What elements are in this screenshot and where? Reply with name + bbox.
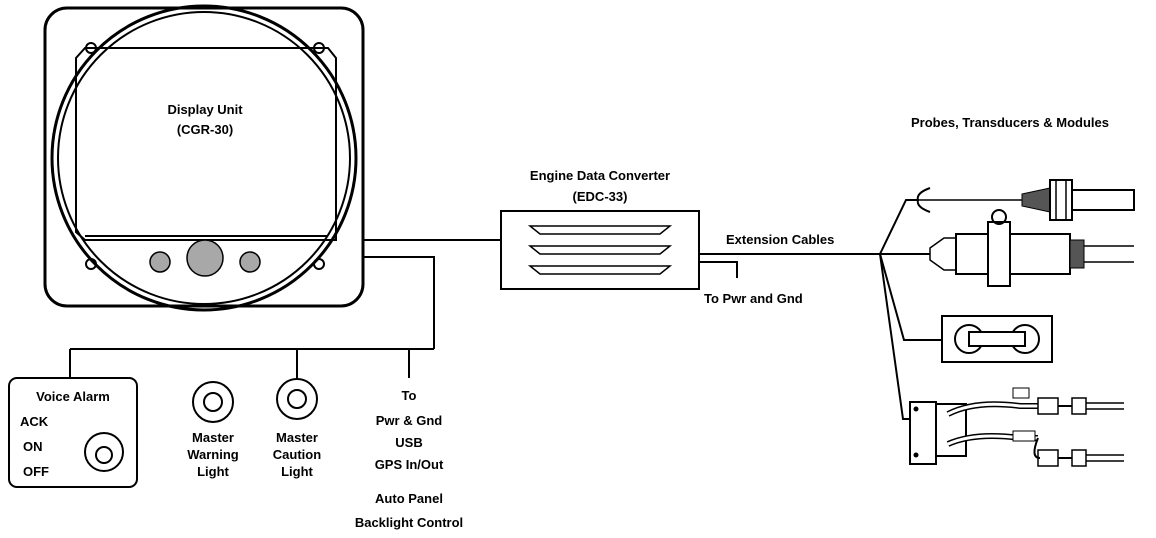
extension-fanout bbox=[879, 199, 942, 420]
probe-threaded-sensor bbox=[916, 179, 1135, 221]
mounting-hole-icon bbox=[313, 258, 325, 270]
probe-2-clamp-hole-icon bbox=[991, 209, 1007, 225]
edc-power-label: To Pwr and Gnd bbox=[704, 291, 803, 306]
voice-alarm-off: OFF bbox=[23, 464, 49, 479]
probe-4-tag-icon bbox=[1012, 387, 1030, 399]
probe-4-lower-link bbox=[1033, 437, 1041, 459]
master-warning-light: Master Warning Light bbox=[187, 381, 239, 479]
caution-label-line2: Caution bbox=[273, 447, 321, 462]
mounting-hole-icon bbox=[313, 42, 325, 54]
probe-4-upper-fitting-icon bbox=[1037, 397, 1059, 415]
probe-2-body-icon bbox=[955, 233, 1071, 275]
connections-pwr-gnd: Pwr & Gnd bbox=[376, 413, 443, 428]
warning-label-line1: Master bbox=[192, 430, 234, 445]
mounting-hole-icon bbox=[85, 42, 97, 54]
display-unit-outer-ring bbox=[50, 4, 358, 312]
fanout-to-probe-1 bbox=[879, 199, 918, 255]
probe-4-lower-fitting-icon bbox=[1037, 449, 1059, 467]
edc-vent-slot-icon bbox=[527, 265, 673, 275]
probe-4-tag-icon bbox=[1012, 430, 1036, 442]
right-button-icon bbox=[239, 251, 261, 273]
master-caution-light: Master Caution Light bbox=[273, 378, 321, 479]
connections-usb: USB bbox=[395, 435, 422, 450]
voice-alarm-title: Voice Alarm bbox=[36, 389, 110, 404]
probe-4-upper-hose-core bbox=[947, 402, 1038, 416]
voice-alarm-panel: Voice Alarm ACK ON OFF bbox=[8, 377, 138, 488]
probe-2-thread-icon bbox=[1069, 239, 1085, 269]
display-harness-cable bbox=[363, 256, 435, 349]
probe-1-stem-icon bbox=[1071, 189, 1135, 211]
connections-gps: GPS In/Out bbox=[375, 457, 444, 472]
warning-light-outer-icon bbox=[192, 381, 234, 423]
probe-2-clamp-icon bbox=[987, 221, 1011, 287]
engine-data-converter: Engine Data Converter (EDC-33) To Pwr an… bbox=[500, 168, 880, 306]
voice-alarm-on: ON bbox=[23, 439, 43, 454]
left-button-icon bbox=[149, 251, 171, 273]
connections-to: To bbox=[402, 388, 417, 403]
probe-3-bar-icon bbox=[968, 331, 1026, 347]
caution-light-outer-icon bbox=[276, 378, 318, 420]
connections-backlight: Backlight Control bbox=[355, 515, 463, 530]
probe-4-screw-icon bbox=[913, 452, 919, 458]
caution-light-inner-icon bbox=[287, 389, 307, 409]
probe-dual-transducer bbox=[909, 387, 1124, 467]
probe-3-plate-icon bbox=[941, 315, 1053, 363]
fanout-to-probe-3 bbox=[879, 253, 942, 341]
display-screen bbox=[75, 47, 337, 241]
probe-4-upper-fitting-icon bbox=[1071, 397, 1087, 415]
edc-vent-slot-icon bbox=[527, 225, 673, 235]
probe-4-lower-fitting-icon bbox=[1071, 449, 1087, 467]
display-unit-model: (CGR-30) bbox=[177, 122, 233, 137]
edc-title: Engine Data Converter bbox=[530, 168, 670, 183]
probe-4-screw-icon bbox=[913, 406, 919, 412]
display-unit-title: Display Unit bbox=[167, 102, 243, 117]
voice-alarm-switch-outer-icon bbox=[84, 432, 124, 472]
voice-alarm-box bbox=[8, 377, 138, 488]
caution-label-line3: Light bbox=[281, 464, 313, 479]
edc-box bbox=[500, 210, 700, 290]
connections-list: To Pwr & Gnd USB GPS In/Out Auto Panel B… bbox=[355, 388, 463, 530]
extension-cables-label: Extension Cables bbox=[726, 232, 834, 247]
probe-module-plate bbox=[941, 315, 1053, 363]
center-knob-icon bbox=[186, 239, 224, 277]
connections-auto-panel: Auto Panel bbox=[375, 491, 443, 506]
warning-light-inner-icon bbox=[203, 392, 223, 412]
warning-label-line3: Light bbox=[197, 464, 229, 479]
edc-model: (EDC-33) bbox=[573, 189, 628, 204]
display-unit: Display Unit (CGR-30) bbox=[43, 4, 365, 312]
edc-power-cable bbox=[699, 261, 738, 278]
fanout-to-probe-4 bbox=[879, 253, 910, 420]
display-unit-inner-ring bbox=[57, 11, 351, 305]
voice-alarm-ack: ACK bbox=[20, 414, 49, 429]
probe-1-hex-nut-icon bbox=[1049, 179, 1073, 221]
probes-title: Probes, Transducers & Modules bbox=[911, 115, 1109, 130]
display-wiring bbox=[69, 239, 501, 378]
probe-2-tip-icon bbox=[929, 237, 957, 271]
voice-alarm-switch-inner-icon bbox=[95, 446, 113, 464]
warning-label-line2: Warning bbox=[187, 447, 239, 462]
probe-1-thread-icon bbox=[1021, 187, 1051, 213]
probe-tube-sensor bbox=[929, 209, 1134, 287]
caution-label-line1: Master bbox=[276, 430, 318, 445]
probe-4-base-icon bbox=[935, 403, 967, 457]
mounting-hole-icon bbox=[85, 258, 97, 270]
edc-vent-slot-icon bbox=[527, 245, 673, 255]
display-unit-bezel bbox=[43, 6, 365, 308]
